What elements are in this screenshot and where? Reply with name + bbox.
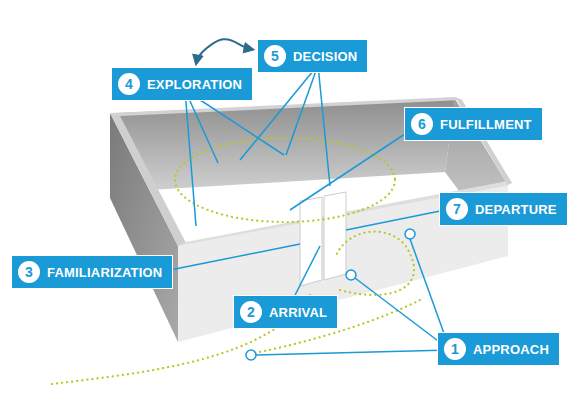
callout-box: 5 DECISION xyxy=(258,40,367,72)
callout-box: 3 FAMILIARIZATION xyxy=(12,256,172,288)
door-left xyxy=(300,197,322,286)
stage-name: FULFILLMENT xyxy=(440,117,532,132)
callout-box: 4 EXPLORATION xyxy=(112,68,252,100)
callout-box: 6 FULFILLMENT xyxy=(405,108,542,140)
callout-number: 7 xyxy=(446,198,468,220)
leader-dot xyxy=(346,270,356,280)
path-loop xyxy=(175,138,395,222)
leader-line xyxy=(160,244,300,272)
callout-box: 1 APPROACH xyxy=(438,333,559,365)
stage-name: FAMILIARIZATION xyxy=(47,265,162,280)
leader-dots xyxy=(246,229,415,360)
callout-box: 2 ARRIVAL xyxy=(234,296,337,328)
left-wall-rim xyxy=(110,113,186,246)
callout-number: 1 xyxy=(444,338,466,360)
leader-dot xyxy=(246,350,256,360)
callout-number: 4 xyxy=(118,73,140,95)
leader-line xyxy=(286,65,318,155)
left-wall xyxy=(110,113,178,342)
stage-name: ARRIVAL xyxy=(269,305,327,320)
stage-name: APPROACH xyxy=(473,342,549,357)
stage-name: DEPARTURE xyxy=(475,202,557,217)
stage-name: EXPLORATION xyxy=(147,77,242,92)
double-arrow xyxy=(196,39,253,64)
callout-number: 2 xyxy=(240,301,262,323)
front-wall xyxy=(178,185,508,342)
leader-line xyxy=(355,278,450,350)
leader-line xyxy=(346,209,450,230)
callout-box: 7 DEPARTURE xyxy=(440,193,567,225)
leader-dot xyxy=(405,229,415,239)
leader-line xyxy=(318,65,330,186)
leader-line xyxy=(290,124,420,210)
callout-number: 3 xyxy=(18,261,40,283)
leader-line xyxy=(256,350,450,355)
callout-number: 5 xyxy=(264,45,286,67)
stage-name: DECISION xyxy=(293,49,357,64)
path-out xyxy=(335,232,414,295)
door-right xyxy=(324,192,346,280)
callout-number: 6 xyxy=(411,113,433,135)
